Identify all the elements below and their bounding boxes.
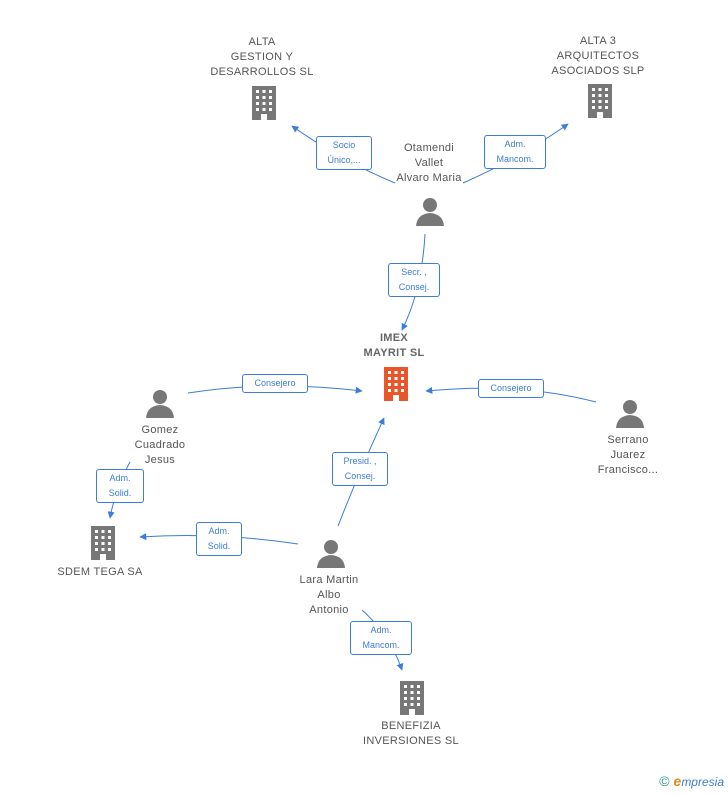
node-label-serrano[interactable]: Serrano Juarez Francisco... [597,434,659,476]
edge-label-presid-consej[interactable]: Presid. , Consej. [332,452,388,486]
node-label-imex[interactable]: IMEX MAYRIT SL [363,332,425,359]
person-icon[interactable] [145,388,175,418]
person-icon[interactable] [615,398,645,428]
brand-footer: ©empresia [659,773,724,789]
node-label-gomez[interactable]: Gomez Cuadrado Jesus [134,424,186,466]
person-icon[interactable] [316,538,346,568]
building-icon[interactable] [396,681,428,715]
edge-label-secr-consej[interactable]: Secr. , Consej. [388,263,440,297]
node-label-lara[interactable]: Lara Martin Albo Antonio [299,574,359,616]
brand-logo-text: mpresia [681,775,724,789]
node-label-otamendi[interactable]: Otamendi Vallet Alvaro Maria [396,142,462,184]
edge-label-consejero-serrano[interactable]: Consejero [478,379,544,398]
building-icon[interactable] [584,84,616,118]
node-label-alta-gestion[interactable]: ALTA GESTION Y DESARROLLOS SL [210,36,314,78]
building-icon[interactable] [248,86,280,120]
edge-label-adm-solid-lara[interactable]: Adm. Solid. [196,522,242,556]
person-icon[interactable] [415,196,445,226]
building-icon[interactable] [87,526,119,560]
edge-label-adm-mancom-alta3[interactable]: Adm. Mancom. [484,135,546,169]
edge-label-adm-solid-gomez[interactable]: Adm. Solid. [96,469,144,503]
edge-label-socio-unico[interactable]: Socio Único,... [316,136,372,170]
edge-label-adm-mancom-benefizia[interactable]: Adm. Mancom. [350,621,412,655]
copyright-icon: © [659,773,670,789]
edge-label-consejero-gomez[interactable]: Consejero [242,374,308,393]
node-label-sdem[interactable]: SDEM TEGA SA [57,566,143,578]
node-label-benefizia[interactable]: BENEFIZIA INVERSIONES SL [363,720,459,747]
brand-logo-initial: e [673,773,682,789]
node-label-alta3[interactable]: ALTA 3 ARQUITECTOS ASOCIADOS SLP [551,35,645,77]
building-icon[interactable] [380,367,412,401]
